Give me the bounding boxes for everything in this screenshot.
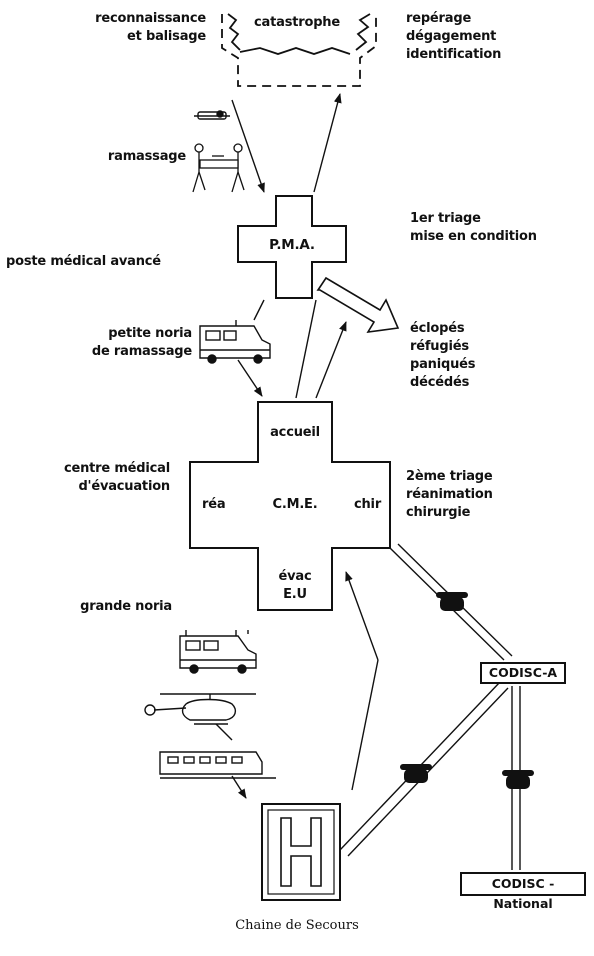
catastrophe-zone (221, 13, 377, 87)
codisc-a-box: CODISC-A (480, 662, 566, 684)
ambulance-icon (199, 320, 271, 364)
telecom-links (339, 543, 521, 870)
petite-noria-label: petite noria de ramassage (30, 325, 192, 361)
petite-noria-line-1: petite noria (108, 326, 192, 341)
reperage-line-2: dégagement (406, 29, 497, 44)
eclopes-line-4: décédés (410, 375, 470, 390)
first-aid-workers-icon (192, 143, 245, 193)
cme-side-line-2: d'évacuation (78, 479, 170, 494)
helicopter-icon (144, 693, 256, 725)
ambulance-icon (179, 630, 257, 674)
hospital-icon (261, 803, 341, 901)
evac-line-1: évac (278, 569, 312, 584)
triage2-line-2: réanimation (406, 487, 493, 502)
telephone-icon (400, 764, 432, 783)
petite-noria-line-2: de ramassage (91, 344, 192, 359)
triage2-label: 2ème triage réanimation chirurgie (406, 468, 493, 522)
pma-cross (237, 195, 347, 299)
telephone-icon (436, 592, 468, 611)
eclopes-line-1: éclopés (410, 321, 465, 336)
telephone-icon (502, 770, 534, 789)
cme-cross (189, 401, 391, 611)
rea-label: réa (202, 497, 226, 512)
cme-side-label: centre médical d'évacuation (20, 460, 170, 496)
triage1-line-2: mise en condition (410, 229, 537, 244)
grande-noria-label: grande noria (80, 599, 172, 614)
ramassage-label: ramassage (107, 149, 186, 164)
reperage-line-1: repérage (406, 11, 472, 26)
chir-label: chir (354, 497, 382, 512)
reconnaissance-line-2: et balisage (127, 29, 206, 44)
cme-label: C.M.E. (272, 497, 318, 512)
eclopes-label: éclopés réfugiés paniqués décédés (410, 320, 476, 392)
eclopes-line-3: paniqués (410, 357, 476, 372)
evac-label: évac E.U (258, 568, 332, 604)
reperage-label: repérage dégagement identification (406, 10, 501, 64)
train-icon (159, 751, 276, 779)
eclopes-line-2: réfugiés (410, 339, 469, 354)
evacuation-outline-arrow (316, 276, 400, 334)
reconnaissance-line-1: reconnaissance (95, 11, 206, 26)
reperage-line-3: identification (406, 47, 502, 62)
pma-side-label: poste médical avancé (6, 254, 161, 269)
triage1-line-1: 1er triage (410, 211, 481, 226)
triage2-line-3: chirurgie (406, 505, 471, 520)
reconnaissance-label: reconnaissance et balisage (30, 10, 206, 46)
accueil-label: accueil (270, 425, 320, 440)
triage1-label: 1er triage mise en condition (410, 210, 537, 246)
stretcher-icon (194, 110, 230, 120)
triage2-line-1: 2ème triage (406, 469, 493, 484)
pma-label: P.M.A. (269, 237, 315, 253)
cme-side-line-1: centre médical (63, 461, 170, 476)
figure-caption: Chaine de Secours (235, 918, 359, 933)
codisc-national-box: CODISC - National (460, 872, 586, 911)
evac-line-2: E.U (283, 587, 307, 602)
catastrophe-label: catastrophe (254, 15, 340, 30)
